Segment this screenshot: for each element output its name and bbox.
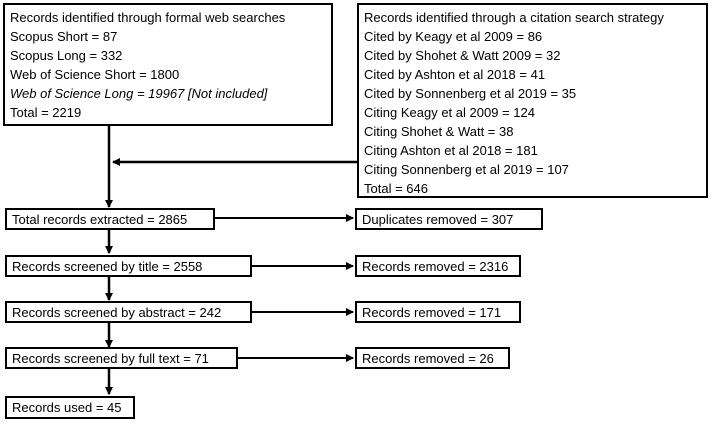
fulltext-removed-box: Records removed = 26 xyxy=(355,347,510,369)
citation-total: Total = 646 xyxy=(364,181,428,196)
citation-line: Citing Ashton et al 2018 = 181 xyxy=(364,143,538,158)
web-line: Records identified through formal web se… xyxy=(10,10,286,25)
citation-line: Cited by Keagy et al 2009 = 86 xyxy=(364,29,543,44)
citation-line: Cited by Sonnenberg et al 2019 = 35 xyxy=(364,86,577,101)
citation-line: Cited by Ashton et al 2018 = 41 xyxy=(364,67,546,82)
citation-line: Citing Sonnenberg et al 2019 = 107 xyxy=(364,162,569,177)
web-total: Total = 2219 xyxy=(10,105,82,120)
title-screen-box: Records screened by title = 2558 xyxy=(5,255,252,277)
title-removed-box: Records removed = 2316 xyxy=(355,255,521,277)
citation-line: Cited by Shohet & Watt 2009 = 32 xyxy=(364,48,561,63)
abstract-screen-box: Records screened by abstract = 242 xyxy=(5,301,252,323)
citation-search-box: Records identified through a citation se… xyxy=(357,3,708,198)
citation-line: Citing Keagy et al 2009 = 124 xyxy=(364,105,535,120)
web-line: Scopus Long = 332 xyxy=(10,48,123,63)
citation-line: Records identified through a citation se… xyxy=(364,10,664,25)
citation-line: Citing Shohet & Watt = 38 xyxy=(364,124,514,139)
duplicates-box: Duplicates removed = 307 xyxy=(355,208,543,230)
web-line: Scopus Short = 87 xyxy=(10,29,118,44)
fulltext-screen-box: Records screened by full text = 71 xyxy=(5,347,238,369)
web-search-box: Records identified through formal web se… xyxy=(3,3,333,126)
web-line: Web of Science Short = 1800 xyxy=(10,67,180,82)
used-box: Records used = 45 xyxy=(5,396,135,419)
abstract-removed-box: Records removed = 171 xyxy=(355,301,521,323)
extracted-box: Total records extracted = 2865 xyxy=(5,208,215,230)
web-line-excluded: Web of Science Long = 19967 [Not include… xyxy=(10,86,268,101)
